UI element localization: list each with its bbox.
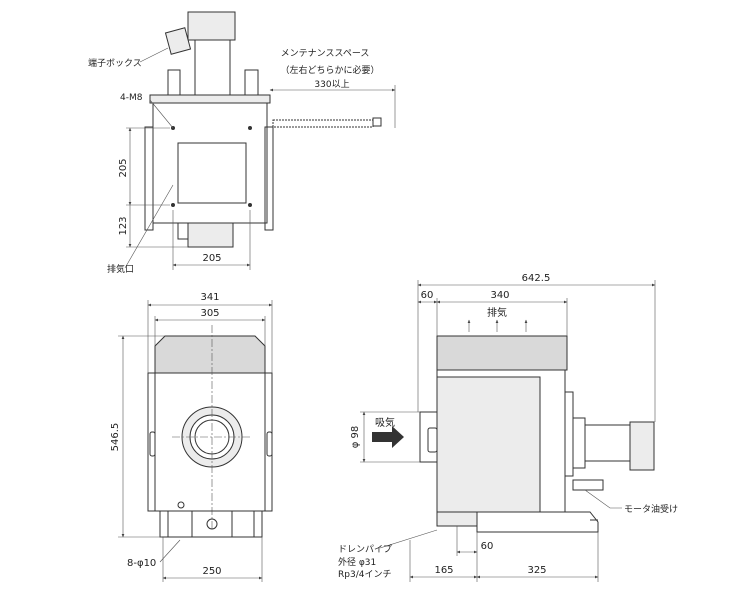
dim-60-bottom: 60 <box>481 541 494 552</box>
left-handle <box>149 431 156 457</box>
maintenance-value: 330以上 <box>314 79 349 90</box>
dim-123-vertical: 123 <box>118 216 129 235</box>
bolt-holes-label: 4-M8 <box>120 93 143 103</box>
dim-642-5: 642.5 <box>522 273 551 284</box>
outer-diameter-label: 外径 φ31 <box>338 556 376 568</box>
handle-end <box>372 117 382 127</box>
leader-8phi10 <box>159 539 181 563</box>
motor-top <box>187 11 236 41</box>
inner-panel <box>177 142 247 204</box>
bolt-hole-3 <box>171 203 175 207</box>
front-hood <box>154 335 266 374</box>
dim-165: 165 <box>434 565 453 576</box>
right-side-plate <box>264 126 274 231</box>
drain-pipe-label: ドレンパイプ <box>338 544 392 555</box>
front-left-side <box>147 372 156 512</box>
foot-right <box>253 510 263 538</box>
side-back-plate <box>564 391 574 477</box>
dim-phi98: φ 98 <box>350 426 361 449</box>
motor-flange <box>572 417 586 469</box>
oil-tray <box>572 479 604 491</box>
leader-terminal <box>139 47 169 63</box>
exhaust-port-shape <box>187 222 234 248</box>
drain-hole <box>177 501 185 509</box>
motor-neck <box>194 39 231 96</box>
dim-250: 250 <box>202 566 221 577</box>
maintenance-label-1: メンテナンススペース <box>281 48 370 59</box>
bolt-hole-4 <box>248 203 252 207</box>
side-hood <box>436 335 568 371</box>
left-bracket <box>167 69 181 95</box>
left-side-plate <box>144 126 154 231</box>
leader-exhaust-port <box>124 184 174 269</box>
terminal-box-shape <box>164 27 192 55</box>
leader-oil-tray <box>584 489 622 509</box>
front-view: 341 305 546.5 8-φ10 250 <box>110 292 273 582</box>
dim-340: 340 <box>490 290 509 301</box>
side-base <box>476 511 599 533</box>
leader-4m8 <box>149 99 174 129</box>
port-flange-left <box>177 222 189 240</box>
thread-label: Rp3/4インチ <box>338 569 391 580</box>
dim-305: 305 <box>200 308 219 319</box>
dim-205-horizontal: 205 <box>202 253 221 264</box>
side-body-inner <box>436 376 541 513</box>
exhaust-port-label: 排気口 <box>107 263 134 275</box>
leader-drain-pipe <box>379 529 438 549</box>
side-view: 642.5 60 340 排気 φ 98 吸気 モータ油受け ドレンパイプ 外径… <box>338 273 678 582</box>
maintenance-handle <box>272 119 374 128</box>
dim-546-5: 546.5 <box>110 423 121 452</box>
intake-label: 吸気 <box>375 416 395 429</box>
motor-end-cap <box>629 421 655 471</box>
dim-8-phi10: 8-φ10 <box>127 558 156 569</box>
intake-arrow <box>372 426 404 448</box>
drain-outlet <box>206 518 218 530</box>
dim-205-vertical: 205 <box>118 158 129 177</box>
exhaust-label: 排気 <box>487 306 507 319</box>
dim-325: 325 <box>527 565 546 576</box>
intake-clamp <box>427 427 438 453</box>
motor-body <box>584 424 631 462</box>
dim-60-top: 60 <box>421 290 434 301</box>
top-view: 端子ボックス メンテナンススペース （左右どちらかに必要） 330以上 4-M8… <box>88 11 396 275</box>
front-right-side <box>264 372 273 512</box>
top-flange <box>149 94 271 104</box>
terminal-box-label: 端子ボックス <box>88 57 142 69</box>
foot-left <box>159 510 169 538</box>
drain-block <box>436 511 478 527</box>
right-bracket <box>244 69 259 95</box>
right-handle <box>266 431 273 457</box>
maintenance-label-2: （左右どちらかに必要） <box>280 64 379 76</box>
dim-341: 341 <box>200 292 219 303</box>
bolt-hole-2 <box>248 126 252 130</box>
motor-oil-tray-label: モータ油受け <box>624 503 678 515</box>
